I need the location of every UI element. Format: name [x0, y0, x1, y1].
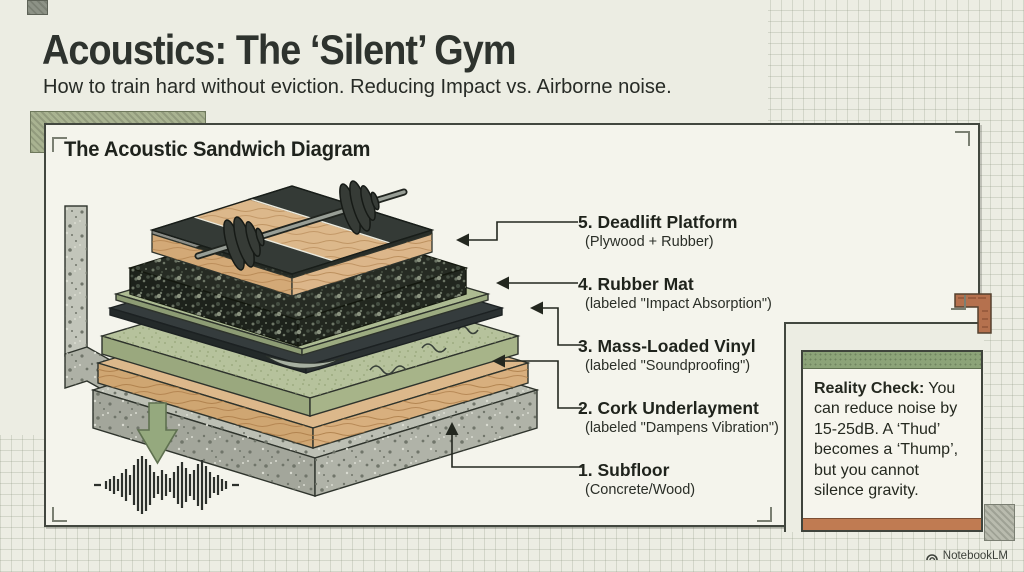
reality-check-callout: Reality Check:You can reduce noise by 15…	[801, 350, 983, 532]
background-plain-left	[0, 123, 44, 435]
acoustic-sandwich-illustration	[64, 180, 540, 514]
corner-decor-hatch	[27, 0, 48, 15]
page-subtitle: How to train hard without eviction. Redu…	[43, 75, 672, 98]
background-plain-top	[0, 0, 768, 123]
label-title: 1. Subfloor	[578, 460, 670, 480]
label-mass-loaded-vinyl: 3. Mass-Loaded Vinyl (labeled "Soundproo…	[578, 336, 756, 375]
label-cork-underlayment: 2. Cork Underlayment (labeled "Dampens V…	[578, 398, 779, 437]
impact-arrow-icon	[136, 402, 179, 465]
barbell-icon	[194, 180, 408, 271]
panel-corner-mark-tl	[52, 137, 67, 152]
watermark: NotebookLM	[925, 550, 1008, 562]
callout-title: Reality Check:	[814, 380, 925, 397]
panel-corner-mark-br	[757, 507, 772, 522]
panel-corner-mark-tr	[955, 131, 970, 146]
callout-top-bar	[803, 352, 981, 369]
callout-text: You can reduce noise by 15-25dB. A ‘Thud…	[814, 380, 959, 500]
label-title: 3. Mass-Loaded Vinyl	[578, 336, 756, 356]
label-title: 2. Cork Underlayment	[578, 398, 759, 418]
label-sub: (Plywood + Rubber)	[585, 234, 714, 250]
panel-corner-mark-notch	[951, 295, 966, 310]
label-deadlift-platform: 5. Deadlift Platform (Plywood + Rubber)	[578, 212, 737, 251]
page-title: Acoustics: The ‘Silent’ Gym	[42, 26, 516, 73]
callout-bottom-bar	[803, 518, 981, 530]
callout-body: Reality Check:You can reduce noise by 15…	[803, 369, 981, 518]
watermark-label: NotebookLM	[942, 550, 1008, 562]
soundwave-icon	[94, 456, 239, 514]
diagram-heading: The Acoustic Sandwich Diagram	[64, 138, 371, 161]
label-sub: (Concrete/Wood)	[585, 482, 696, 498]
label-subfloor: 1. Subfloor (Concrete/Wood)	[578, 460, 695, 499]
label-title: 5. Deadlift Platform	[578, 212, 738, 232]
notebooklm-logo-icon	[925, 554, 938, 561]
label-sub: (labeled "Soundproofing")	[585, 358, 751, 374]
callout-shadow-decor	[984, 504, 1015, 541]
label-rubber-mat: 4. Rubber Mat (labeled "Impact Absorptio…	[578, 274, 772, 313]
label-title: 4. Rubber Mat	[578, 274, 694, 294]
label-sub: (labeled "Dampens Vibration")	[585, 420, 779, 436]
label-sub: (labeled "Impact Absorption")	[585, 296, 772, 312]
panel-corner-mark-bl	[52, 507, 67, 522]
